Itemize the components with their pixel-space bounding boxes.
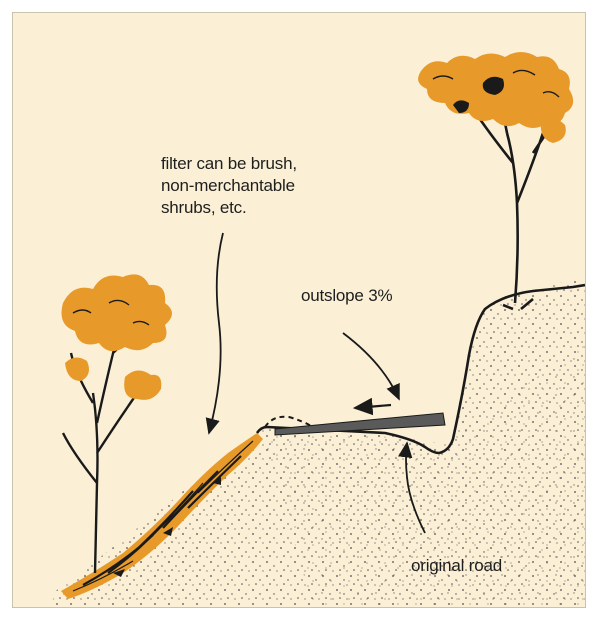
road-outslope-illustration bbox=[13, 13, 585, 607]
filter-leader-line bbox=[209, 233, 223, 433]
ground-profile-dashed bbox=[265, 417, 313, 427]
filter-label-line-3: shrubs, etc. bbox=[161, 197, 246, 218]
diagram-frame: filter can be brush, non-merchantable sh… bbox=[12, 12, 586, 608]
outslope-label: outslope 3% bbox=[301, 285, 392, 306]
filter-label-line-2: non-merchantable bbox=[161, 175, 295, 196]
outslope-leader-line bbox=[343, 333, 399, 399]
original-road-label: original road bbox=[411, 555, 502, 576]
right-tree bbox=[418, 52, 573, 309]
outslope-direction-arrow bbox=[355, 405, 391, 408]
filter-label-line-1: filter can be brush, bbox=[161, 153, 297, 174]
